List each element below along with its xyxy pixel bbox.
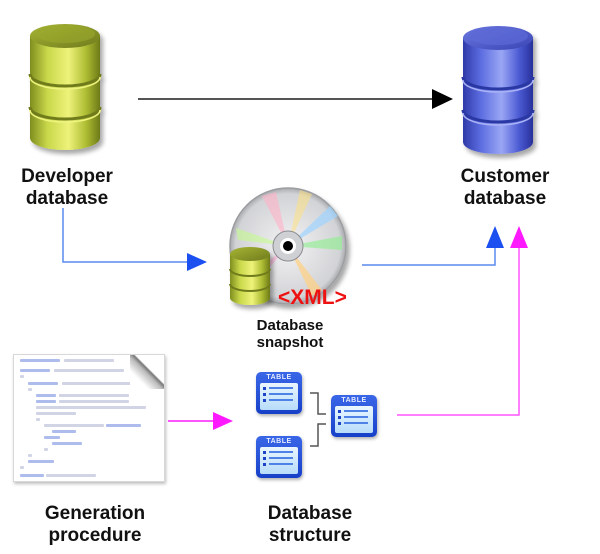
developer-database-label: Developer database [8, 166, 126, 210]
table-icon-bottom: TABLE [256, 436, 302, 478]
label-line: database [463, 187, 547, 209]
xml-badge: <XML> [278, 286, 347, 309]
table-icon-merged: TABLE [331, 395, 377, 437]
label-line: structure [268, 524, 352, 546]
generation-procedure-document-icon [13, 354, 165, 482]
customer-database-icon [461, 26, 535, 154]
label-line: Database [267, 503, 353, 524]
edge-developer-to-customer [138, 89, 453, 109]
label-line: Developer [21, 166, 113, 187]
database-snapshot-label: Database snapshot [240, 317, 340, 352]
table-header-label: TABLE [266, 374, 292, 381]
snapshot-database-icon [229, 247, 271, 305]
customer-database-label: Customer database [446, 166, 564, 210]
edge-snapshot-to-customer [362, 226, 504, 266]
label-line: Database [256, 317, 324, 334]
table-header-label: TABLE [266, 438, 292, 445]
database-structure-label: Database structure [250, 503, 370, 547]
page-fold-corner [130, 355, 164, 389]
label-line: database [25, 187, 109, 209]
edge-structure-to-customer [397, 226, 528, 416]
label-line: snapshot [256, 334, 324, 352]
edge-developer-to-snapshot [62, 208, 207, 271]
developer-database-icon [28, 24, 102, 150]
table-link-bracket [310, 392, 326, 447]
generation-procedure-label: Generation procedure [30, 503, 160, 547]
label-line: Generation [44, 503, 146, 524]
table-icon-top: TABLE [256, 372, 302, 414]
edge-generation-to-structure [168, 412, 233, 430]
table-header-label: TABLE [341, 397, 367, 404]
label-line: Customer [460, 166, 550, 187]
label-line: procedure [48, 524, 142, 546]
